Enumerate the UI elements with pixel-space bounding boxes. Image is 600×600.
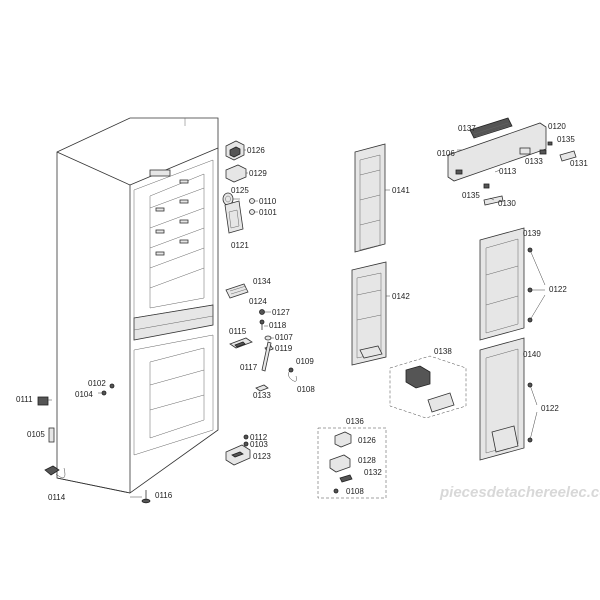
part-labels: 0126 0129 0125 0110 0101 0121 0134 0124 … (16, 122, 588, 502)
label-0115: 0115 (229, 327, 247, 336)
label-0137: 0137 (458, 124, 476, 133)
part-0133-0135-0131-buttons (483, 141, 577, 206)
label-0106: 0106 (437, 149, 455, 158)
part-0110-0101-bulb (249, 198, 255, 215)
shelf-ribs (149, 179, 205, 289)
label-0136: 0136 (346, 417, 364, 426)
part-0134-filter-grill (225, 283, 249, 299)
label-0108-kit: 0108 (346, 487, 364, 496)
label-0126: 0126 (247, 146, 265, 155)
part-0123-hinge-lower (225, 444, 251, 466)
label-0118: 0118 (269, 321, 287, 330)
label-0107: 0107 (275, 333, 293, 342)
part-0115-bracket (229, 337, 253, 349)
part-0136-hinge-kit (317, 427, 387, 499)
label-0138: 0138 (434, 347, 452, 356)
label-0121: 0121 (231, 241, 249, 250)
label-0105: 0105 (27, 430, 45, 439)
part-0117-rail (261, 341, 272, 372)
leader-lines (48, 149, 501, 498)
part-0122-door-pins (527, 247, 546, 443)
label-0116: 0116 (155, 491, 173, 500)
part-0137-0120-control-panel (447, 117, 547, 182)
label-0132: 0132 (364, 468, 382, 477)
label-0113: 0113 (499, 167, 517, 176)
label-0124: 0124 (249, 297, 267, 306)
label-0125: 0125 (231, 186, 249, 195)
label-0135: 0135 (557, 135, 575, 144)
part-0105-tube (48, 427, 55, 443)
part-0116-foot (141, 490, 151, 504)
label-0130: 0130 (498, 199, 516, 208)
part-0109-0108-sensor (288, 367, 297, 382)
label-0119: 0119 (275, 344, 293, 353)
part-0111-clip (37, 396, 49, 406)
label-0122: 0122 (549, 285, 567, 294)
label-0108: 0108 (297, 385, 315, 394)
watermark: piecesdetachereelec.com (439, 484, 600, 501)
label-0131: 0131 (570, 159, 588, 168)
label-0102: 0102 (88, 379, 106, 388)
label-0128: 0128 (358, 456, 376, 465)
label-0134: 0134 (253, 277, 271, 286)
label-0114: 0114 (48, 493, 66, 502)
label-0140: 0140 (523, 350, 541, 359)
part-0141-door-liner (354, 143, 386, 253)
part-0112-0103-screws (243, 434, 249, 447)
label-0111: 0111 (16, 395, 33, 404)
label-0101: 0101 (259, 208, 277, 217)
part-0139-door (479, 227, 525, 341)
label-0122-lower: 0122 (541, 404, 559, 413)
label-0117: 0117 (240, 363, 258, 372)
label-0139: 0139 (523, 229, 541, 238)
label-0109: 0109 (296, 357, 314, 366)
part-0142-door-liner (351, 261, 387, 366)
label-0112: 0112 (250, 433, 268, 442)
label-0133: 0133 (253, 391, 271, 400)
part-0129-hinge-cover (225, 164, 247, 183)
label-0104: 0104 (75, 390, 93, 399)
part-0127-0118-screws (259, 309, 265, 330)
label-0123: 0123 (253, 452, 271, 461)
label-0103: 0103 (250, 440, 268, 449)
label-0127: 0127 (272, 308, 290, 317)
label-0110: 0110 (259, 197, 277, 206)
label-0129: 0129 (249, 169, 267, 178)
label-0126-kit: 0126 (358, 436, 376, 445)
label-0135-lower: 0135 (462, 191, 480, 200)
label-0133-panel: 0133 (525, 157, 543, 166)
part-0138-control-box (389, 355, 467, 419)
fridge-cabinet (56, 117, 219, 494)
part-0126-hinge (225, 140, 245, 161)
label-0142: 0142 (392, 292, 410, 301)
label-0141: 0141 (392, 186, 410, 195)
part-0114-power-cord (44, 465, 66, 479)
part-0140-door (479, 337, 525, 461)
part-0133-block (255, 384, 269, 392)
part-0121-lamp-cover (224, 200, 244, 234)
label-0120: 0120 (548, 122, 566, 131)
